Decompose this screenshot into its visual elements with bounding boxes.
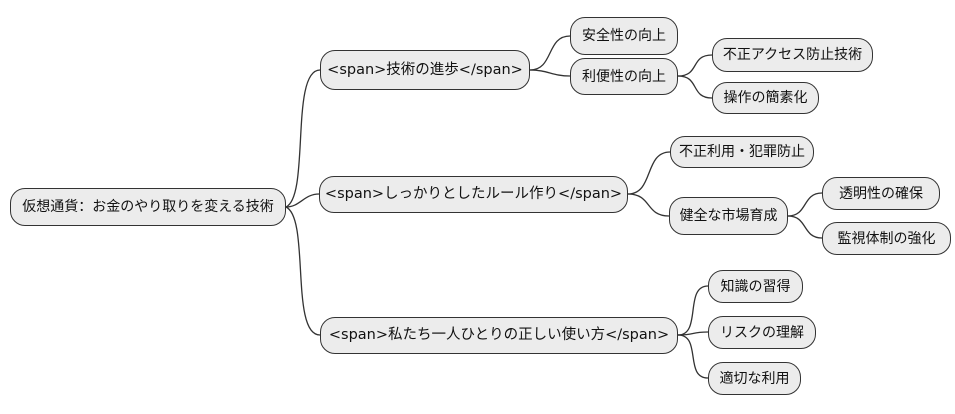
connector-root-tech [285,69,321,208]
mindmap-node-correct-usage: <span>私たち一人ひとりの正しい使い方</span> [320,317,678,354]
connector-tech-convenience [529,69,571,77]
connector-usage-risk [677,331,709,336]
connector-usage-proper [677,334,709,379]
mindmap-node-monitoring-strengthening: 監視体制の強化 [822,222,951,255]
mindmap-node-operation-simplification: 操作の簡素化 [712,82,819,114]
mindmap-node-appropriate-use: 適切な利用 [708,362,801,395]
connector-rules-market [627,193,670,217]
mindmap-node-knowledge-acquisition: 知識の習得 [708,270,803,303]
mindmap-node-risk-understanding: リスクの理解 [708,316,816,349]
mindmap-node-transparency: 透明性の確保 [822,177,940,210]
mindmap-node-access-prevention: 不正アクセス防止技術 [712,38,873,72]
connector-market-monitoring [787,215,823,239]
connector-convenience-access [677,54,713,77]
mindmap-node-rule-making: <span>しっかりとしたルール作り</span> [319,176,628,213]
mindmap-root-node: 仮想通貨：お金のやり取りを変える技術 [10,188,286,226]
connector-usage-knowledge [677,285,709,336]
connector-tech-safety [529,35,571,71]
connector-root-usage [285,206,321,336]
connector-root-rules [285,193,320,208]
mindmap-node-safety-improvement: 安全性の向上 [570,17,678,55]
mindmap-node-healthy-market: 健全な市場育成 [669,197,788,235]
connector-market-transparency [787,192,823,217]
connector-convenience-simplify [677,75,713,99]
connector-rules-fraud [627,151,671,195]
mindmap-node-fraud-crime-prevention: 不正利用・犯罪防止 [670,136,814,168]
mindmap-node-tech-progress: <span>技術の進歩</span> [320,50,530,90]
mindmap-node-convenience-improvement: 利便性の向上 [570,58,678,95]
